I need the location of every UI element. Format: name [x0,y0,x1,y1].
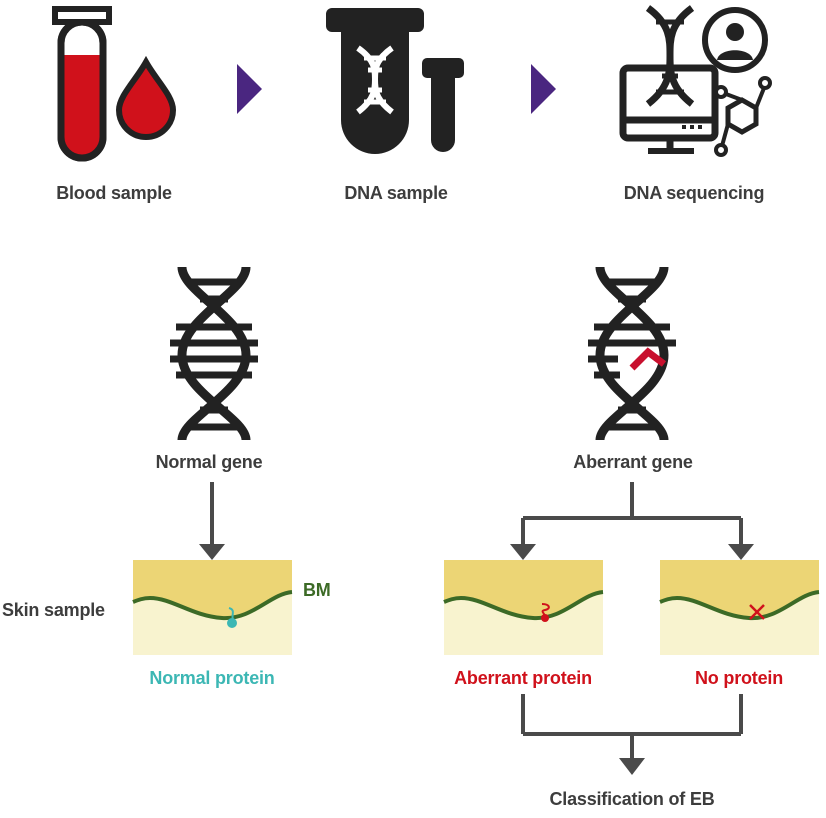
no-protein-label: No protein [695,668,783,688]
dna-helix-icon [170,266,258,441]
arrow-down-icon [510,544,536,560]
dna-tube-icon [326,8,464,154]
arrow-down-icon [619,758,645,775]
skin-panel-normal [132,560,293,655]
no-protein-cross-icon [749,604,765,620]
arrow-down-icon [199,544,225,560]
classification-label: Classification of EB [549,789,715,809]
dna-helix-mutation-icon [588,266,676,441]
blood-tube-drop-icon [52,6,177,162]
skin-panel-no-protein [659,560,820,655]
aberrant-protein-label: Aberrant protein [454,668,592,688]
step-label-blood: Blood sample [56,183,172,203]
arrow-right-icon [237,64,262,114]
dna-sequencing-computer-icon [619,5,772,157]
step-label-dna: DNA sample [344,183,448,203]
normal-protein-icon [227,607,237,628]
aberrant-protein-icon [541,603,550,622]
step-label-sequencing: DNA sequencing [623,183,765,203]
normal-gene-label: Normal gene [155,452,263,472]
arrow-right-icon [531,64,556,114]
aberrant-gene-label: Aberrant gene [573,452,693,472]
skin-panel-aberrant [443,560,604,655]
normal-protein-label: Normal protein [149,668,275,688]
bm-label: BM [303,580,331,600]
arrow-down-icon [728,544,754,560]
skin-sample-label: Skin sample [2,600,105,620]
connector-arrows [210,482,743,760]
